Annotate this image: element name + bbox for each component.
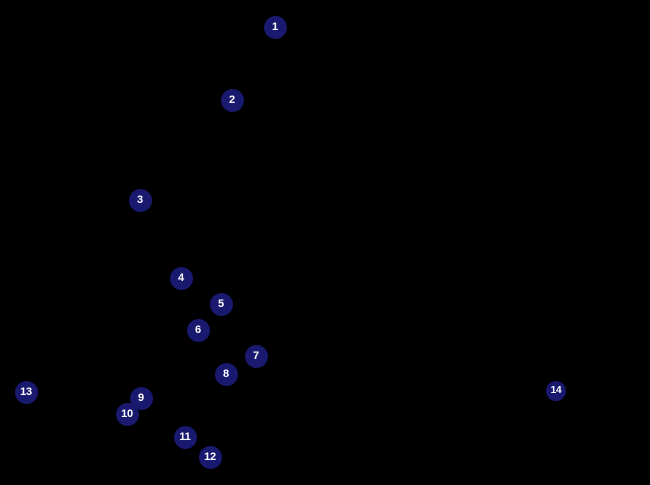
graph-node-label: 6 xyxy=(195,323,201,336)
graph-node-8[interactable]: 8 xyxy=(214,362,238,386)
graph-node-5[interactable]: 5 xyxy=(209,292,233,316)
graph-node-label: 8 xyxy=(223,367,229,380)
graph-node-11[interactable]: 11 xyxy=(173,425,197,449)
graph-node-7[interactable]: 7 xyxy=(244,344,268,368)
graph-node-label: 4 xyxy=(178,271,184,284)
graph-node-1[interactable]: 1 xyxy=(263,15,287,39)
graph-node-label: 13 xyxy=(20,385,32,398)
graph-node-label: 9 xyxy=(138,391,144,404)
graph-node-label: 11 xyxy=(179,430,191,443)
graph-node-label: 7 xyxy=(253,349,259,362)
graph-node-2[interactable]: 2 xyxy=(220,88,244,112)
graph-node-12[interactable]: 12 xyxy=(198,445,222,469)
graph-node-label: 5 xyxy=(218,297,224,310)
graph-node-4[interactable]: 4 xyxy=(169,266,193,290)
graph-node-label: 3 xyxy=(137,193,143,206)
graph-node-label: 12 xyxy=(204,450,216,463)
graph-node-label: 2 xyxy=(229,93,235,106)
graph-node-10[interactable]: 10 xyxy=(115,402,139,426)
graph-node-3[interactable]: 3 xyxy=(128,188,152,212)
graph-node-14[interactable]: 14 xyxy=(546,381,566,401)
graph-node-6[interactable]: 6 xyxy=(186,318,210,342)
graph-node-13[interactable]: 13 xyxy=(14,380,38,404)
graph-node-label: 10 xyxy=(121,407,133,420)
graph-node-label: 14 xyxy=(550,385,562,396)
graph-node-label: 1 xyxy=(272,20,278,33)
